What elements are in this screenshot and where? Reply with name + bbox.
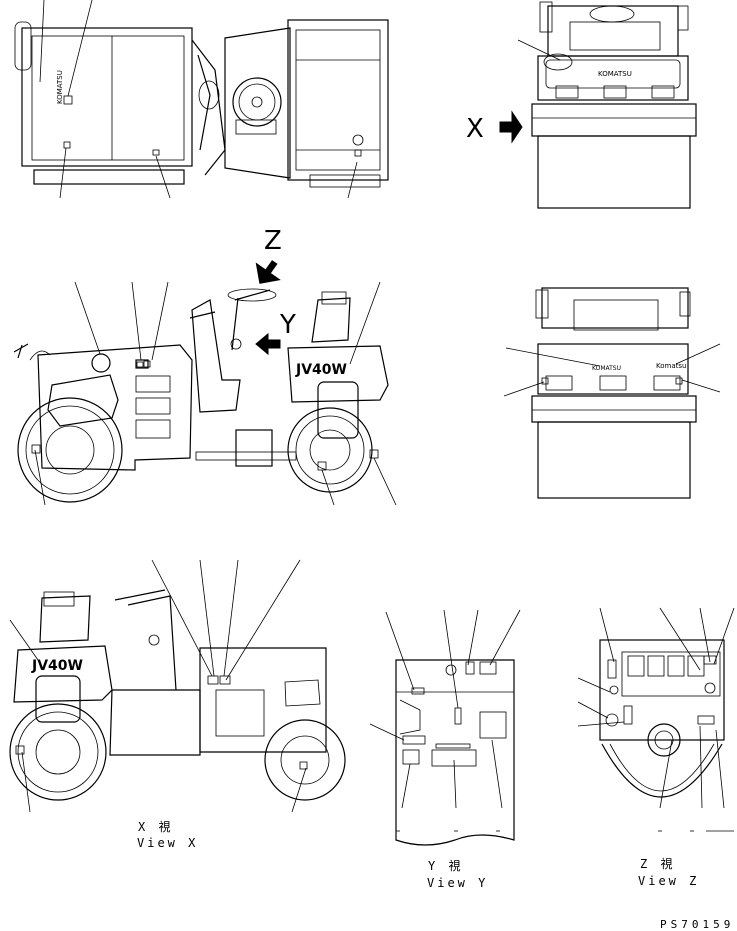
view-y-label: View Y: [427, 876, 489, 890]
marker-y: Y: [280, 310, 296, 340]
svg-text:KOMATSU: KOMATSU: [592, 365, 621, 372]
arrow-right-icon: [499, 110, 523, 144]
view-y-kanji: Y 視: [428, 859, 464, 873]
view-y: [369, 609, 521, 846]
view-z: [577, 607, 735, 809]
svg-text:Komatsu: Komatsu: [656, 362, 686, 370]
left-side-view: JV40W: [13, 281, 397, 506]
svg-text:KOMATSU: KOMATSU: [598, 70, 632, 78]
svg-text:KOMATSU: KOMATSU: [56, 70, 64, 104]
view-x-kanji: X 視: [138, 820, 174, 834]
arrow-down-icon: [255, 260, 281, 284]
front-view: KOMATSU Komatsu: [503, 287, 721, 499]
model-mark-2: JV40W: [31, 658, 83, 674]
marker-z: Z: [264, 226, 282, 256]
view-z-label: View Z: [638, 874, 700, 888]
rear-view: KOMATSU: [517, 1, 697, 209]
marker-x: X: [466, 114, 484, 144]
right-side-view: JV40W: [9, 559, 346, 813]
view-z-kanji: Z 視: [640, 857, 676, 871]
top-view: KOMATSU: [14, 0, 389, 199]
arrow-left-icon: [255, 332, 281, 356]
drawing-code: PS70159: [660, 918, 735, 931]
model-mark: JV40W: [295, 362, 347, 378]
view-x-label: View X: [137, 836, 199, 850]
